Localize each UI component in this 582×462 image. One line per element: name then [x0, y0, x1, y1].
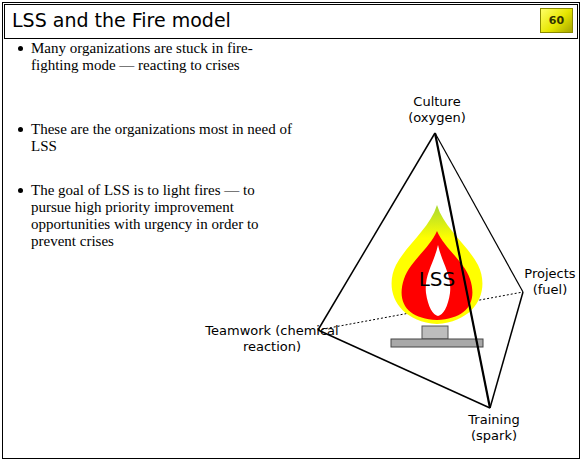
vertex-label: Culture (oxygen): [398, 94, 476, 126]
flame-label: LSS: [386, 267, 488, 291]
bullet-dot: [18, 127, 23, 132]
bullet-dot: [18, 188, 23, 193]
page-number: 60: [549, 14, 564, 27]
vertex-label: Teamwork (chemical reaction): [196, 323, 348, 355]
burner-stand: [422, 326, 448, 339]
burner-plate: [391, 339, 483, 347]
title-bar: [5, 5, 578, 39]
flame-outline: [386, 203, 488, 327]
page-number-box: 60: [540, 8, 573, 33]
tetra-edge: [318, 330, 490, 408]
tetra-edge: [490, 292, 523, 408]
flame-outer: [392, 205, 483, 324]
slide-title: LSS and the Fire model: [12, 9, 231, 31]
flame-shape: LSS: [386, 203, 488, 327]
vertex-label: Training (spark): [455, 412, 533, 444]
bullet-text: Many organizations are stuck in fire-fig…: [31, 40, 296, 74]
slide-frame: [3, 3, 580, 459]
bullet-dot: [18, 46, 23, 51]
bullet-text: The goal of LSS is to light fires — to p…: [31, 182, 296, 250]
vertex-label: Projects (fuel): [514, 266, 582, 298]
bullet-text: These are the organizations most in need…: [31, 121, 296, 155]
